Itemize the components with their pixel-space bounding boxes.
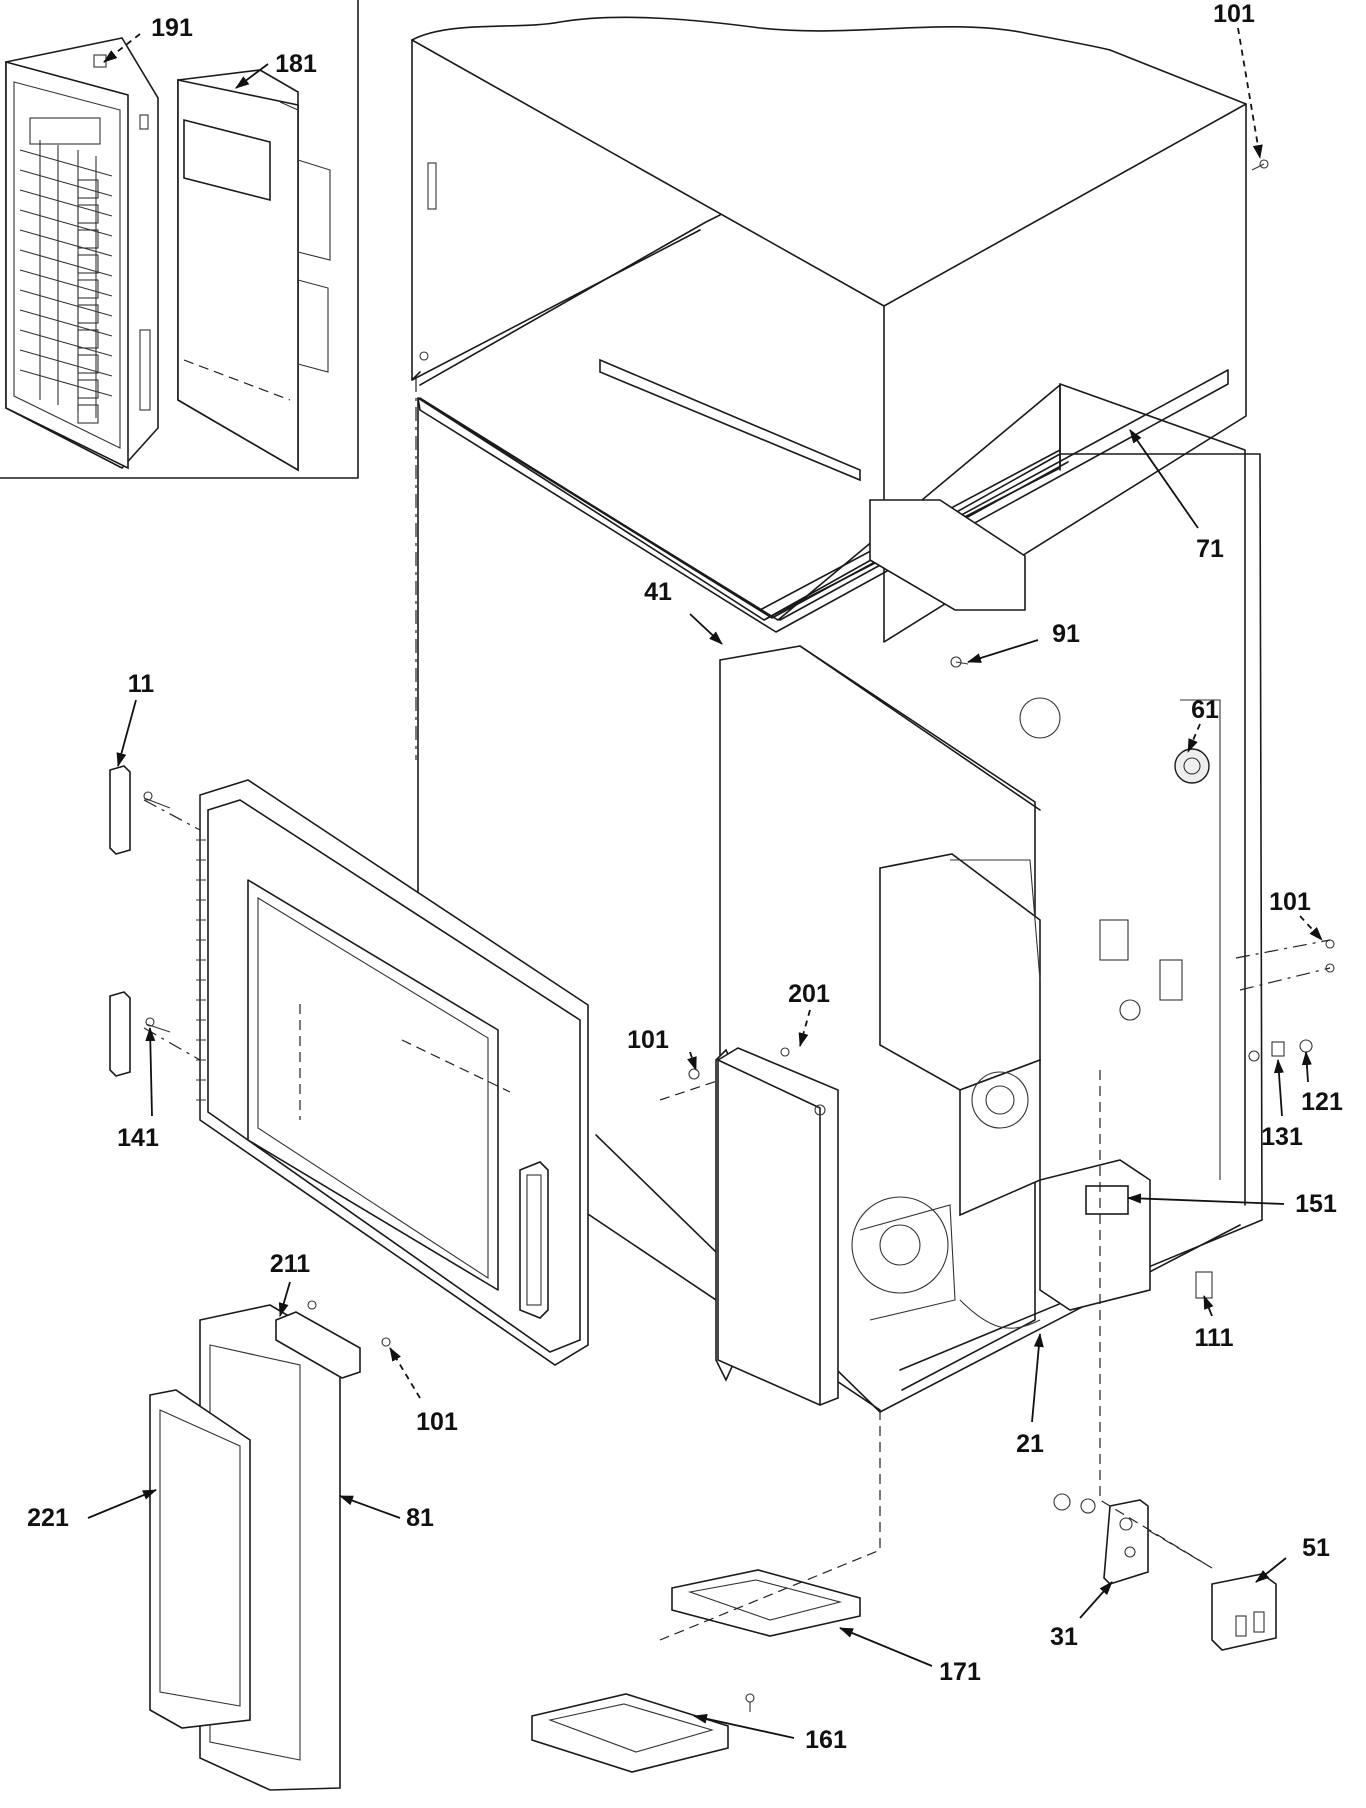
- hv-cover-drawing: [717, 1047, 839, 1406]
- callout-111: 111: [1195, 1324, 1234, 1352]
- callout-leaders: [87, 27, 1323, 1739]
- callout-61: 61: [1191, 696, 1219, 724]
- callout-41: 41: [644, 578, 672, 606]
- callout-211: 211: [270, 1250, 310, 1278]
- callout-101-right: 101: [1269, 888, 1311, 916]
- bottom-plates-drawing: [531, 1569, 861, 1773]
- keypad-panel-drawing: [5, 37, 159, 470]
- bracket-211-drawing: [275, 1300, 391, 1379]
- callout-181: 181: [275, 50, 317, 78]
- callout-91: 91: [1052, 620, 1080, 648]
- callout-141: 141: [117, 1124, 159, 1152]
- main-chassis-drawing: [417, 358, 1263, 1413]
- callout-81: 81: [406, 1504, 434, 1532]
- callout-191: 191: [151, 14, 193, 42]
- callout-171: 171: [939, 1658, 981, 1686]
- callout-131: 131: [1261, 1123, 1303, 1151]
- callout-101-bracket: 101: [416, 1408, 458, 1436]
- callout-101-middle: 101: [627, 1026, 669, 1054]
- callout-201: 201: [788, 980, 830, 1008]
- door-assembly-drawing: [196, 779, 589, 1366]
- callout-31: 31: [1050, 1623, 1078, 1651]
- callout-11: 11: [128, 670, 155, 698]
- callout-121: 121: [1301, 1088, 1343, 1116]
- control-panel-inset: [0, 0, 359, 479]
- door-latches-drawing: [109, 765, 171, 1077]
- callout-71: 71: [1196, 535, 1224, 563]
- callout-161: 161: [805, 1726, 847, 1754]
- relay-bracket-drawing: [1053, 1493, 1277, 1651]
- callout-151: 151: [1295, 1190, 1337, 1218]
- callout-labels: 191 181 101 71 41 91 61 11 101 201 101 1…: [27, 0, 1343, 1754]
- callout-101-top: 101: [1213, 0, 1255, 28]
- outer-cabinet-drawing: [411, 16, 1247, 643]
- callout-21: 21: [1016, 1430, 1044, 1458]
- front-trim-drawing: [149, 1304, 341, 1791]
- control-board-drawing: [177, 69, 331, 472]
- callout-221: 221: [27, 1504, 69, 1532]
- callout-51: 51: [1302, 1534, 1330, 1562]
